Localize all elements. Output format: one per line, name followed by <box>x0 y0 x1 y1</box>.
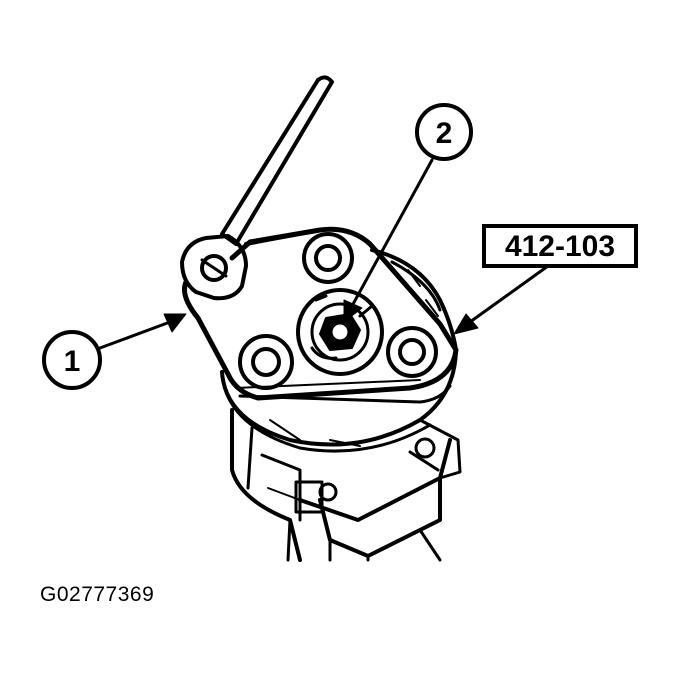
plate-bolt-top <box>302 232 354 284</box>
callout-2-label: 2 <box>436 117 453 150</box>
leader-callout-2 <box>343 158 434 323</box>
leader-callout-1 <box>98 313 187 350</box>
tool-number-label: 412-103 <box>505 230 615 263</box>
leader-callout-tool <box>453 264 550 335</box>
wrench-handle <box>180 75 334 301</box>
compressor-body <box>230 408 462 562</box>
callout-1-label: 1 <box>64 345 81 378</box>
clutch-hub-nut <box>296 288 384 376</box>
tool-number-box: 412-103 <box>482 224 638 268</box>
plate-bolt-left <box>238 334 294 390</box>
plate-bolt-right <box>386 326 438 378</box>
callout-2: 2 <box>415 103 473 161</box>
figure-code: G02777369 <box>40 583 155 606</box>
callout-1: 1 <box>42 330 102 390</box>
